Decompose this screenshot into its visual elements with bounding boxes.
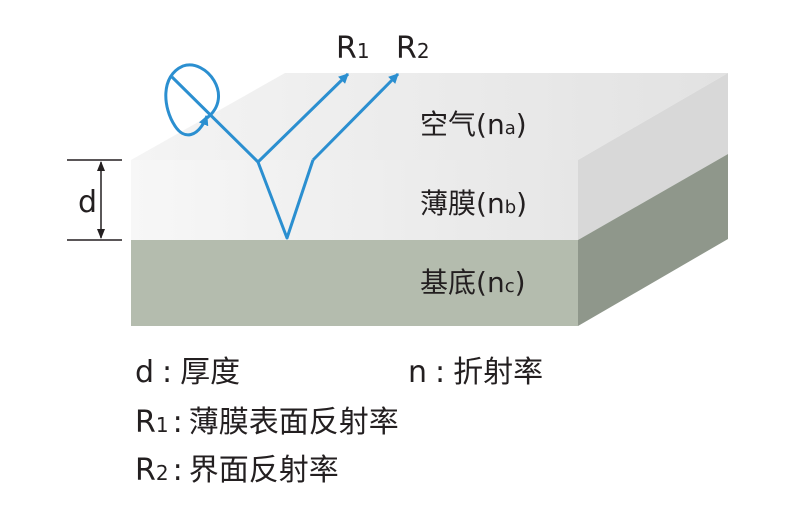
- r2-label: R2: [396, 31, 430, 66]
- film-side-face: [578, 73, 728, 240]
- substrate-layer-label: 基底(nc): [420, 266, 526, 299]
- film-front-face: [131, 160, 578, 240]
- legend-thickness: d:厚度: [135, 355, 240, 390]
- legend-r2: R2:界面反射率: [135, 453, 339, 488]
- air-layer-label: 空气(na): [420, 108, 527, 141]
- incident-and-refracted-ray: [170, 75, 315, 240]
- polarization-rotation-icon: [164, 63, 220, 137]
- thickness-label: d: [78, 185, 97, 220]
- light-rays: [164, 63, 400, 240]
- thickness-indicator: [67, 159, 122, 241]
- substrate-front-face: [131, 240, 578, 326]
- legend-r1: R1:薄膜表面反射率: [135, 405, 399, 440]
- legend-refractive-index: n:折射率: [408, 355, 543, 390]
- r1-label: R1: [336, 31, 370, 66]
- film-layer-label: 薄膜(nb): [420, 187, 527, 220]
- substrate-side-face: [578, 154, 728, 326]
- legend: d:厚度 n:折射率 R1:薄膜表面反射率 R2:界面反射率: [135, 355, 543, 488]
- reflected-ray-r2: [311, 72, 400, 162]
- reflected-ray-r1: [256, 72, 350, 164]
